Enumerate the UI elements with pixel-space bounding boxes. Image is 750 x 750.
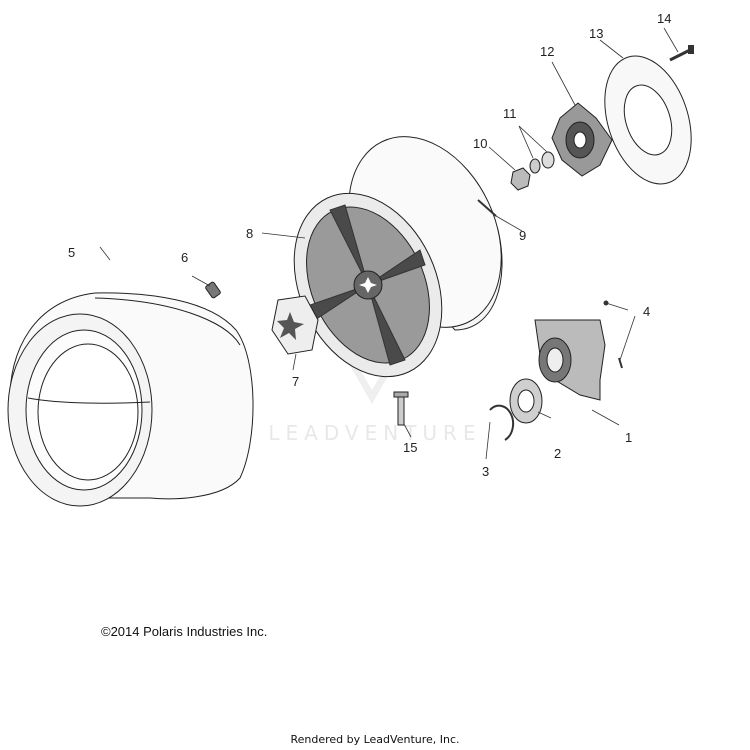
callout-6: 6 — [181, 250, 188, 265]
knuckle-icon — [534, 319, 606, 401]
hub-icon — [551, 102, 613, 177]
callout-10: 10 — [473, 136, 487, 151]
retaining-ring-icon — [489, 404, 515, 441]
watermark-text: LEADVENTURE — [268, 421, 481, 445]
callout-8: 8 — [246, 226, 253, 241]
callout-11: 11 — [503, 106, 517, 121]
center-cap-icon — [271, 295, 319, 355]
brake-disc-icon — [604, 55, 692, 185]
callout-15: 15 — [403, 440, 417, 455]
callout-4: 4 — [643, 304, 650, 319]
callout-labels: 1 2 3 4 5 6 7 8 9 10 11 12 13 14 15 — [68, 11, 671, 479]
leader-lines — [99, 27, 679, 460]
callout-9: 9 — [519, 228, 526, 243]
washer-icon — [529, 151, 555, 174]
wheel-rim-icon — [293, 136, 503, 378]
copyright-notice: ©2014 Polaris Industries Inc. — [101, 624, 268, 639]
callout-13: 13 — [589, 26, 603, 41]
callout-3: 3 — [482, 464, 489, 479]
callout-12: 12 — [540, 44, 554, 59]
tire-icon — [7, 292, 254, 507]
bearing-icon — [509, 378, 543, 424]
stud-icon — [393, 391, 409, 426]
callout-7: 7 — [292, 374, 299, 389]
cotter-pin-icon — [477, 199, 497, 217]
callout-14: 14 — [657, 11, 671, 26]
rendered-by-footer: Rendered by LeadVenture, Inc. — [290, 733, 460, 746]
bolt-icon — [669, 45, 694, 62]
callout-1: 1 — [625, 430, 632, 445]
callout-5: 5 — [68, 245, 75, 260]
callout-2: 2 — [554, 446, 561, 461]
valve-stem-icon — [205, 281, 221, 299]
screw-icon — [603, 300, 623, 369]
castle-nut-icon — [510, 167, 531, 191]
